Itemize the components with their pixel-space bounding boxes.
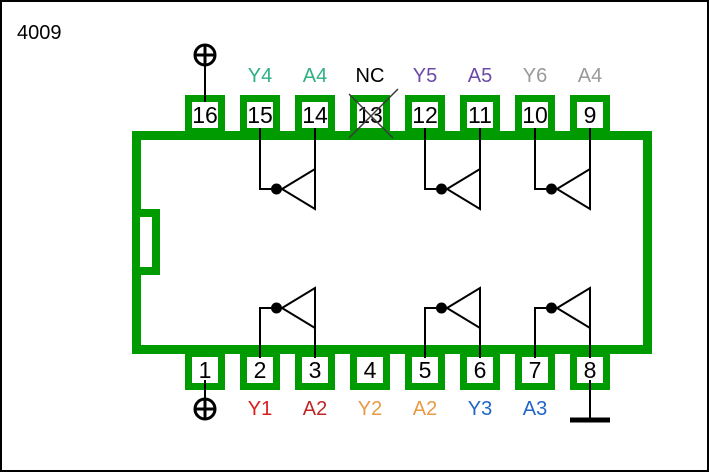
power-plus-icon	[193, 43, 217, 102]
orientation-notch	[132, 209, 160, 275]
pin-6-label: Y3	[467, 398, 493, 420]
pin-11-label: A5	[467, 65, 493, 87]
pin-8: 8	[570, 350, 610, 390]
pin-15-label: Y4	[247, 65, 273, 87]
pin-14-label: A4	[302, 65, 328, 87]
chip-body	[132, 131, 652, 354]
pin-10-label: Y6	[522, 65, 548, 87]
pin-9: 9	[570, 95, 610, 135]
pin-3-label: A2	[302, 398, 328, 420]
pin-4: 4	[350, 350, 390, 390]
pin-13-label: NC	[355, 65, 385, 87]
pin-2-label: Y1	[247, 398, 273, 420]
pin-15: 15	[240, 95, 280, 135]
pin-12: 12	[405, 95, 445, 135]
pin-2: 2	[240, 350, 280, 390]
pin-12-label: Y5	[412, 65, 438, 87]
pin-4-label: Y2	[357, 398, 383, 420]
pin-5: 5	[405, 350, 445, 390]
chip-title: 4009	[17, 22, 62, 44]
pin-11: 11	[460, 95, 500, 135]
pin-1: 1	[185, 350, 225, 390]
pin-5-label: A2	[412, 398, 438, 420]
pin-9-label: A4	[577, 65, 603, 87]
pin-10: 10	[515, 95, 555, 135]
pin-7: 7	[515, 350, 555, 390]
pin-13: 13	[350, 95, 390, 135]
pin-16: 16	[185, 95, 225, 135]
pin-3: 3	[295, 350, 335, 390]
pin-6: 6	[460, 350, 500, 390]
pin-14: 14	[295, 95, 335, 135]
pin-7-label: A3	[522, 398, 548, 420]
